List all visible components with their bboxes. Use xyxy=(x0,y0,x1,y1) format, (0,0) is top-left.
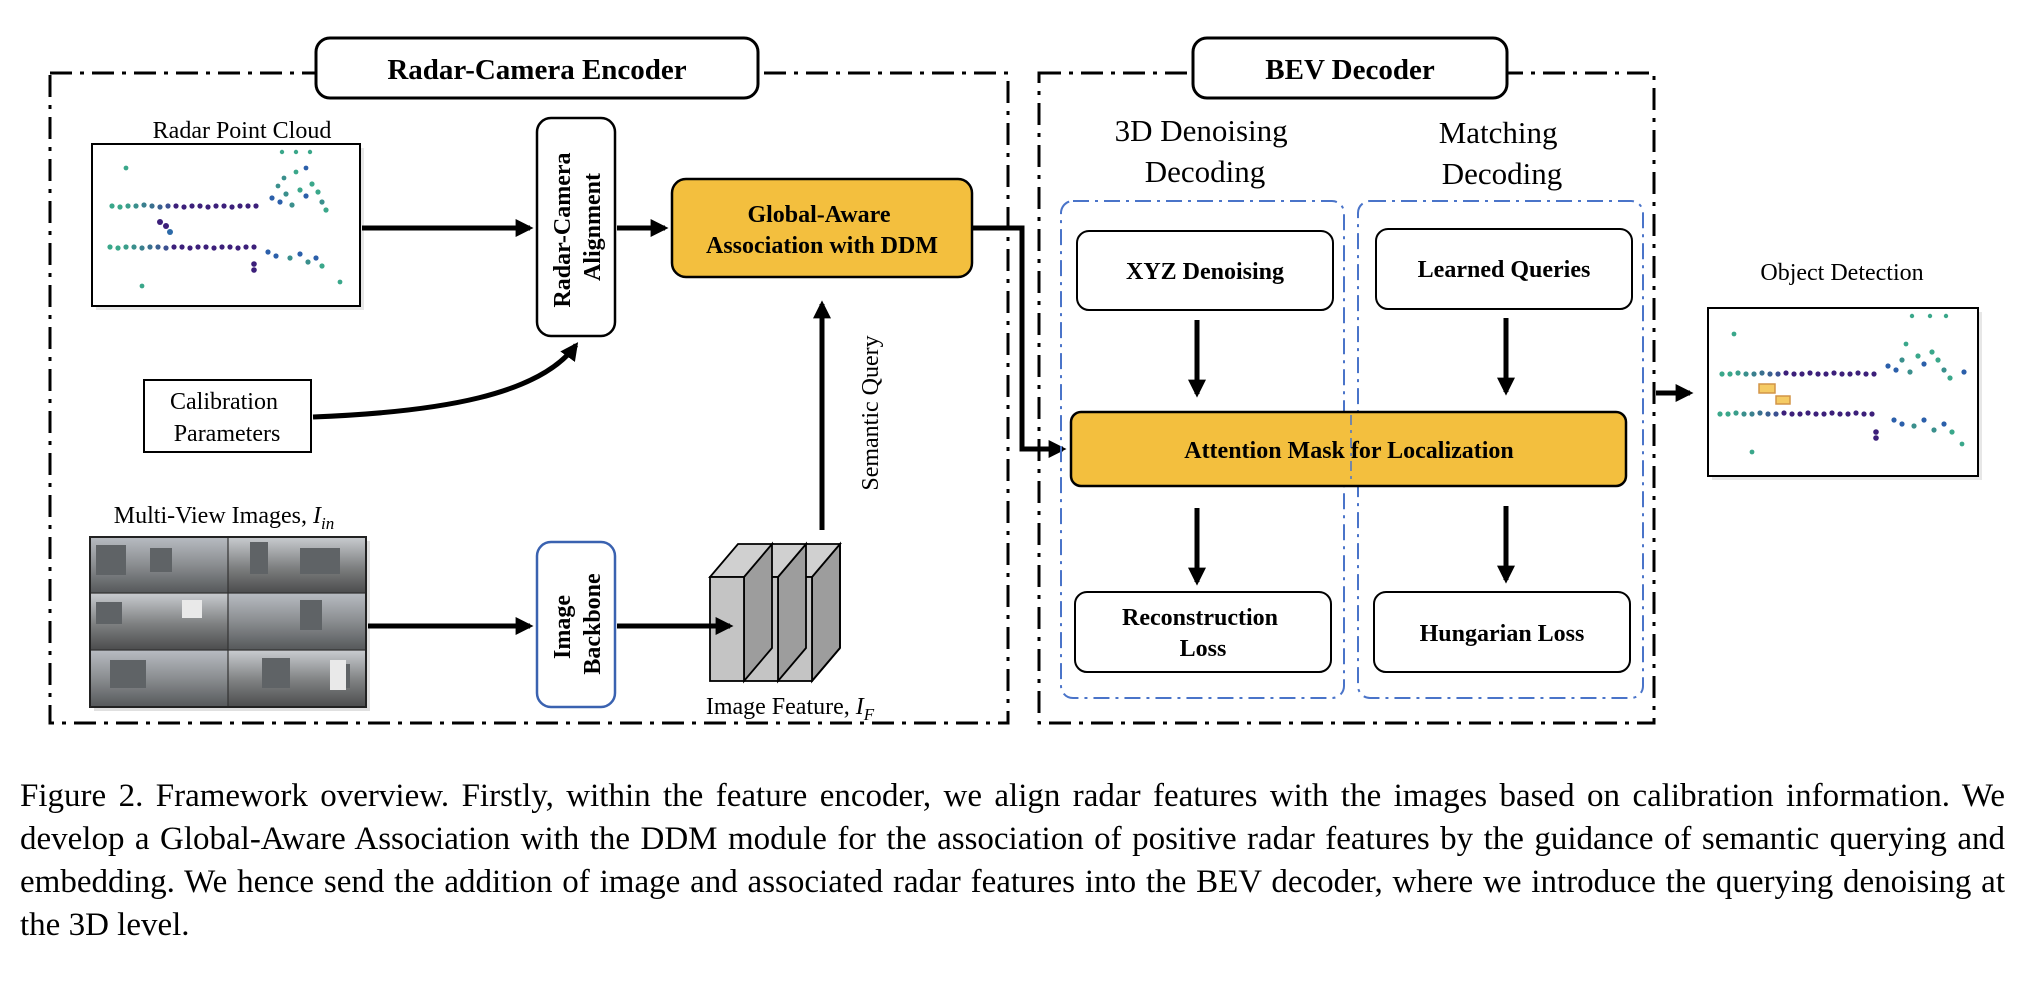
radar-point-cloud-label: Radar Point Cloud xyxy=(153,118,332,144)
attention-mask-label: Attention Mask for Localization xyxy=(1184,438,1514,464)
hungarian-loss-label: Hungarian Loss xyxy=(1420,621,1585,647)
reconstruction-loss-box xyxy=(1074,591,1332,673)
calibration-parameters-box xyxy=(143,379,312,453)
global-aware-association-label: Global-Aware Association with DDM xyxy=(706,202,938,259)
arrow-calibration-to-alignment xyxy=(312,342,579,420)
denoising-column-frame xyxy=(1060,200,1345,699)
image-backbone-box xyxy=(535,540,617,709)
xyz-denoising-label: XYZ Denoising xyxy=(1126,259,1284,285)
image-feature-stack xyxy=(708,541,842,684)
framework-diagram: Radar-Camera Encoder Radar Point Cloud xyxy=(48,36,1982,725)
object-detection-image xyxy=(1707,307,1982,480)
image-backbone-label: Image Backbone xyxy=(550,573,606,675)
decoder-title: BEV Decoder xyxy=(1265,54,1435,86)
arrow-gaa-to-attention xyxy=(973,225,1067,458)
object-detection-label: Object Detection xyxy=(1760,260,1923,286)
figure-caption-text: Figure 2. Framework overview. Firstly, w… xyxy=(20,778,2005,943)
figure-caption: Figure 2. Framework overview. Firstly, w… xyxy=(20,775,2005,947)
decoder-title-box xyxy=(1191,36,1509,100)
radar-camera-alignment-label: Radar-Camera Alignment xyxy=(550,146,606,307)
multi-view-images-thumbnail xyxy=(89,536,370,711)
radar-point-cloud-image xyxy=(91,143,364,310)
image-feature-label: Image Feature, IF xyxy=(706,694,875,724)
xyz-denoising-box xyxy=(1076,230,1334,311)
radar-camera-alignment-box xyxy=(535,116,617,338)
global-aware-association-box xyxy=(670,177,974,279)
learned-queries-box xyxy=(1375,228,1633,310)
matching-column-title: Matching Decoding xyxy=(1439,115,1566,191)
reconstruction-loss-label: Reconstruction Loss xyxy=(1122,605,1284,662)
learned-queries-label: Learned Queries xyxy=(1418,257,1591,283)
semantic-query-label: Semantic Query xyxy=(858,335,884,490)
calibration-parameters-label: Calibration Parameters xyxy=(170,389,284,447)
encoder-title: Radar-Camera Encoder xyxy=(387,54,686,86)
attention-mask-box xyxy=(1069,410,1628,488)
multi-view-images-label: Multi-View Images, Iin xyxy=(114,503,334,533)
matching-column-frame xyxy=(1357,200,1644,699)
denoising-column-title: 3D Denoising Decoding xyxy=(1115,113,1296,189)
encoder-title-box xyxy=(314,36,760,100)
hungarian-loss-box xyxy=(1373,591,1631,673)
